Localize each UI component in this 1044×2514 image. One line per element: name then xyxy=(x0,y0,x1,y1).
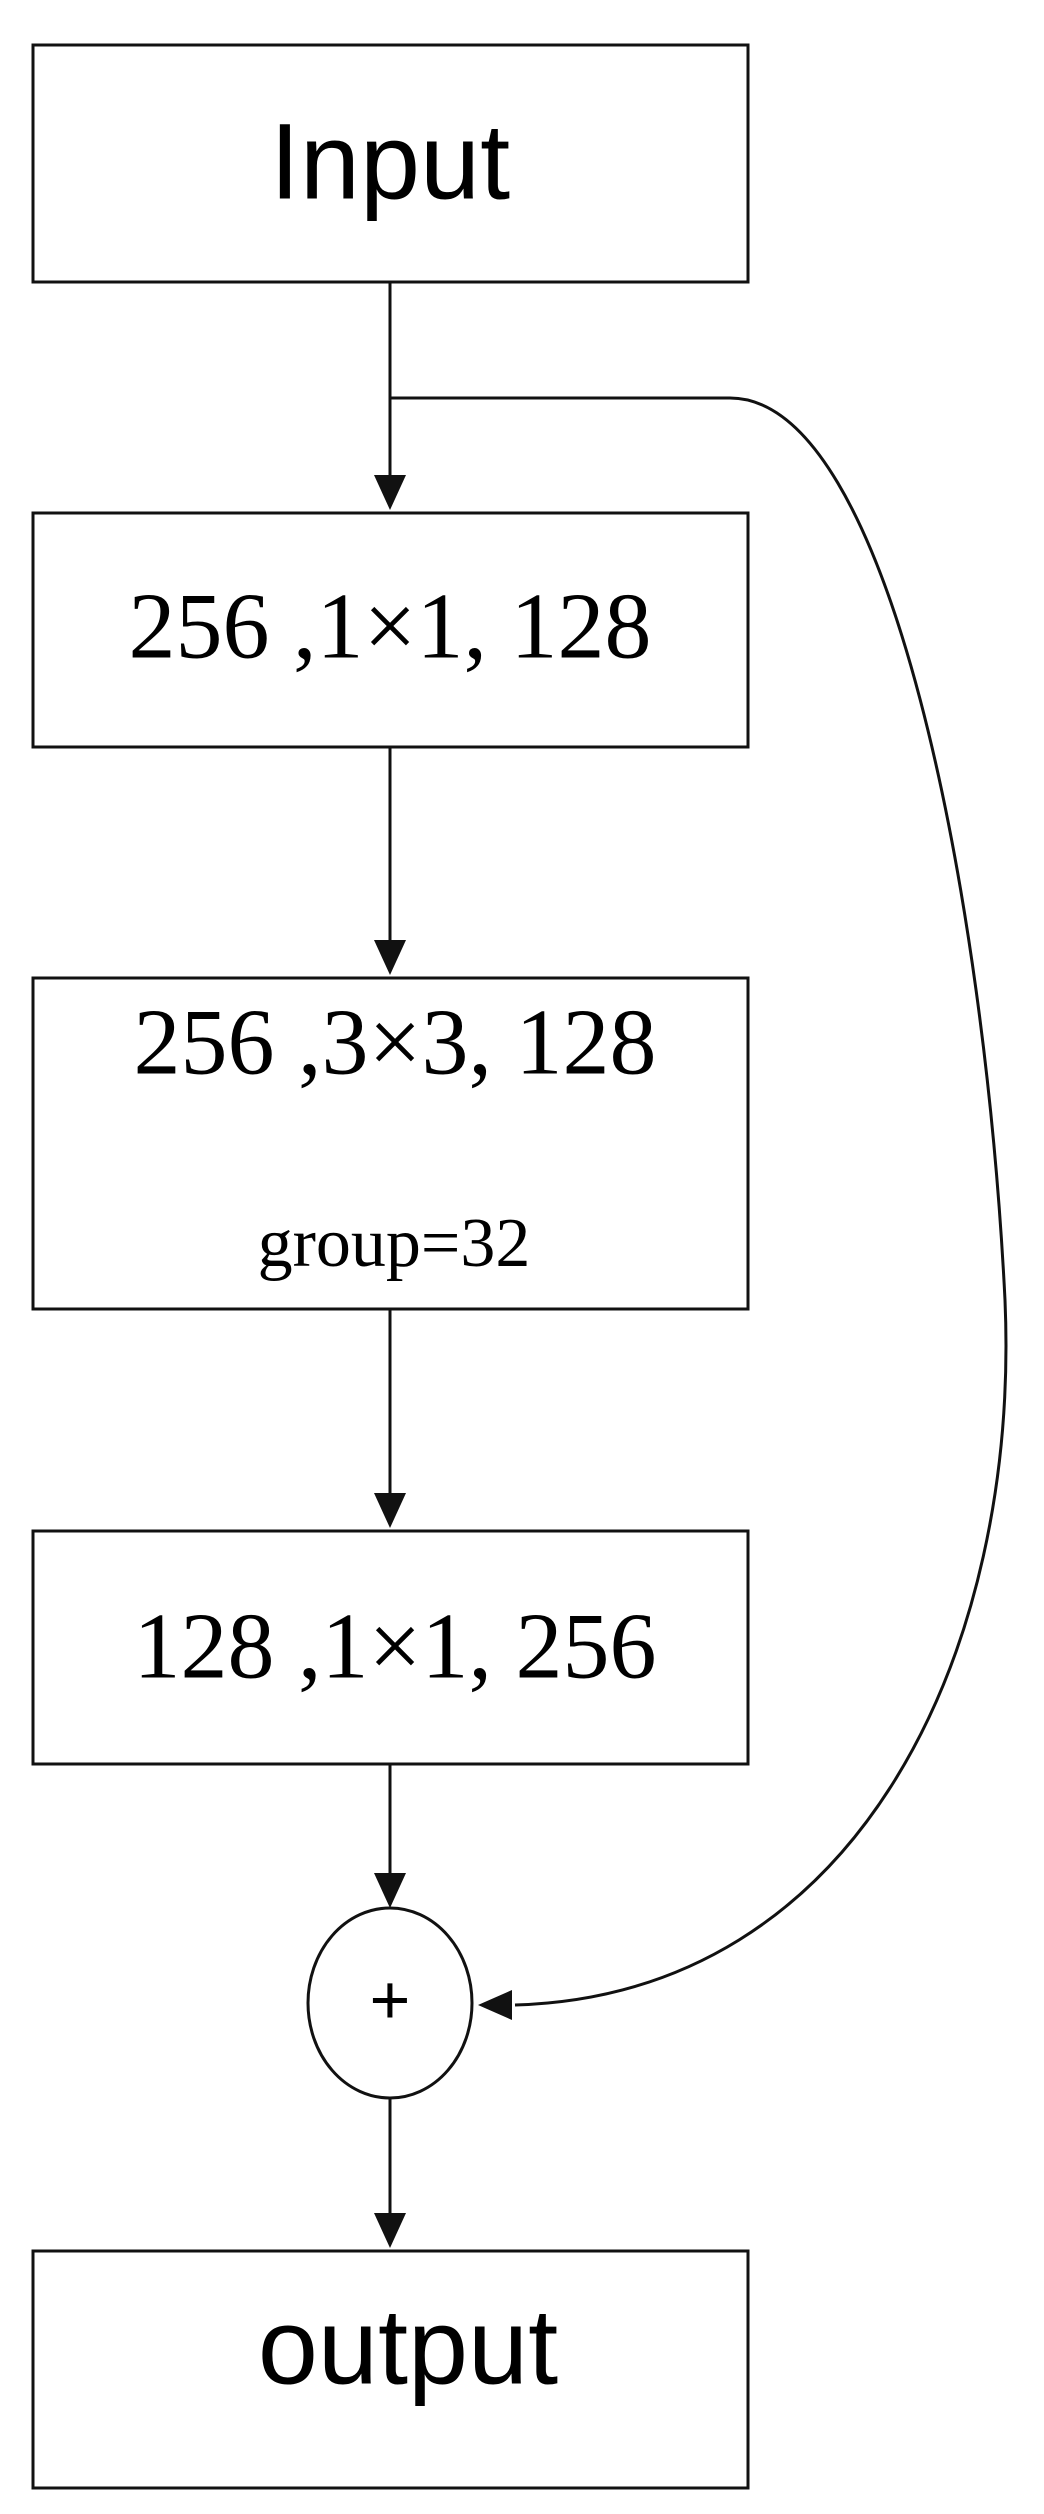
arrow-conv1-to-conv2 xyxy=(374,747,406,975)
arrow-conv3-to-add xyxy=(374,1764,406,1908)
skip-connection xyxy=(390,396,1008,2020)
conv2-group-label: group=32 xyxy=(258,1205,531,1282)
output-label: output xyxy=(258,2286,558,2407)
conv3-label: 128 ,1×1, 256 xyxy=(133,1595,656,1699)
add-symbol: + xyxy=(370,1960,411,2038)
conv1-label: 256 ,1×1, 128 xyxy=(128,575,651,679)
input-node: Input xyxy=(31,43,750,284)
output-node: output xyxy=(31,2249,750,2490)
arrow-add-to-output xyxy=(374,2098,406,2248)
conv2-node: 256 ,3×3, 128 group=32 xyxy=(31,976,750,1311)
add-node: + xyxy=(306,1906,474,2100)
input-label: Input xyxy=(270,101,510,222)
arrow-conv2-to-conv3 xyxy=(374,1309,406,1528)
conv1-node: 256 ,1×1, 128 xyxy=(31,511,750,749)
conv3-node: 128 ,1×1, 256 xyxy=(31,1529,750,1766)
conv2-label: 256 ,3×3, 128 xyxy=(133,991,656,1095)
arrow-input-to-conv1 xyxy=(374,282,406,510)
